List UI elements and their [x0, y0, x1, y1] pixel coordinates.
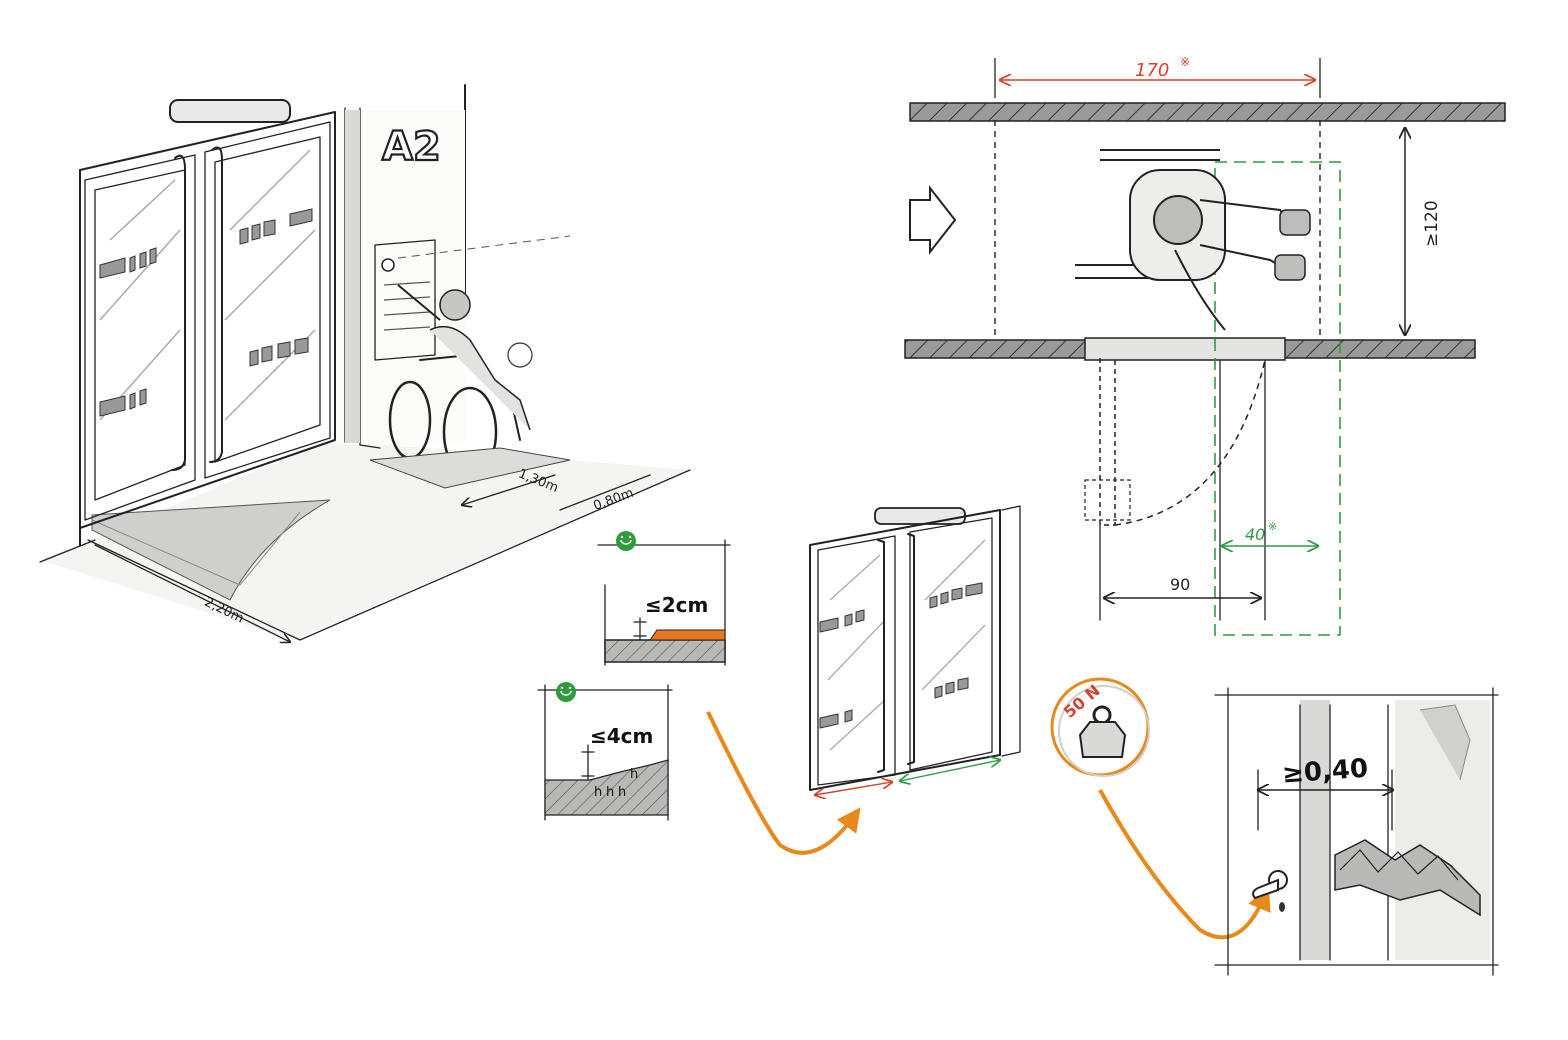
entry-arrow-icon	[909, 185, 957, 255]
door-elevation	[809, 505, 1021, 795]
plan-view: 170 ※ ≥120 40 ※ 90	[904, 55, 1506, 636]
perspective-entrance: A2 1,30m 0,80m 2,20m	[39, 84, 691, 642]
weight-icon	[1078, 705, 1127, 758]
dim-corridor-label: ≥120	[1422, 200, 1442, 247]
smiley-icon-2	[556, 682, 576, 702]
step-letter-2: h	[606, 785, 614, 800]
smiley-icon	[616, 531, 636, 551]
threshold-detail-4cm: ≤4cm h h h h	[537, 682, 673, 821]
door-closer-icon	[169, 99, 291, 123]
intercom-panel-icon	[374, 235, 571, 361]
room-sign: A2	[382, 124, 441, 170]
handle-detail: ≥0,40	[1214, 687, 1499, 976]
threshold-4cm-label: ≤4cm	[590, 724, 653, 748]
step-letter-4: h	[630, 767, 638, 782]
flow-arrow-1	[706, 711, 861, 855]
threshold-2cm-label: ≤2cm	[645, 593, 708, 617]
door-sweep-area	[91, 499, 331, 601]
dim-side-space-label: 40	[1245, 525, 1265, 544]
door-closer-icon-2	[874, 507, 966, 525]
pull-handle-right-icon	[209, 146, 223, 463]
step-letter-1: h	[594, 785, 602, 800]
flow-arrow-2	[1098, 789, 1271, 940]
lever-handle-icon	[1252, 870, 1288, 912]
dim-door-width-label: 90	[1170, 575, 1190, 594]
threshold-detail-2cm: ≤2cm	[597, 531, 731, 666]
dim-clear-width-mark: ※	[1180, 55, 1190, 69]
pull-handle-left-icon	[171, 154, 186, 471]
dim-side-space-mark: ※	[1268, 520, 1277, 533]
wheelchair-top-view-icon	[1075, 149, 1311, 331]
dim-clear-width-label: 170	[1135, 60, 1169, 81]
wheelchair-user-icon	[388, 284, 533, 478]
dim-clearance-label: ≥0,40	[1281, 754, 1369, 790]
glass-contrast-markings	[99, 208, 313, 417]
step-letter-3: h	[618, 785, 626, 800]
force-badge: 50 N	[1050, 677, 1150, 777]
